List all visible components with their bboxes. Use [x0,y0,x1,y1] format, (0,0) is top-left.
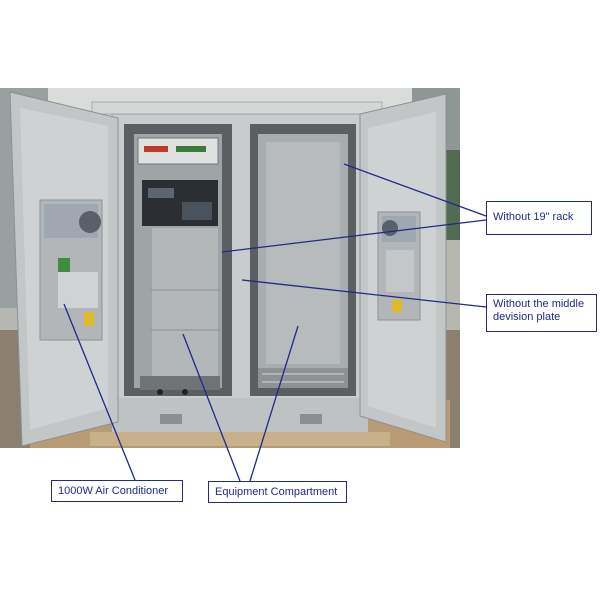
left-door [9,91,119,447]
right-door [359,93,447,443]
line-compartment-left [182,333,241,482]
line-rack-center [221,219,487,253]
line-compartment-right [249,325,299,482]
callout-without-19-rack: Without 19" rack [486,201,592,235]
callout-air-conditioner: 1000W Air Conditioner [51,480,183,502]
line-ac [63,303,136,481]
callout-lines [63,163,487,482]
line-plate [241,279,487,308]
right-compartment [250,124,356,396]
left-compartment [124,124,232,396]
callout-equipment-compartment: Equipment Compartment [208,481,347,503]
callout-without-middle-plate: Without the middle devision plate [486,294,597,332]
line-rack-right [343,163,487,217]
